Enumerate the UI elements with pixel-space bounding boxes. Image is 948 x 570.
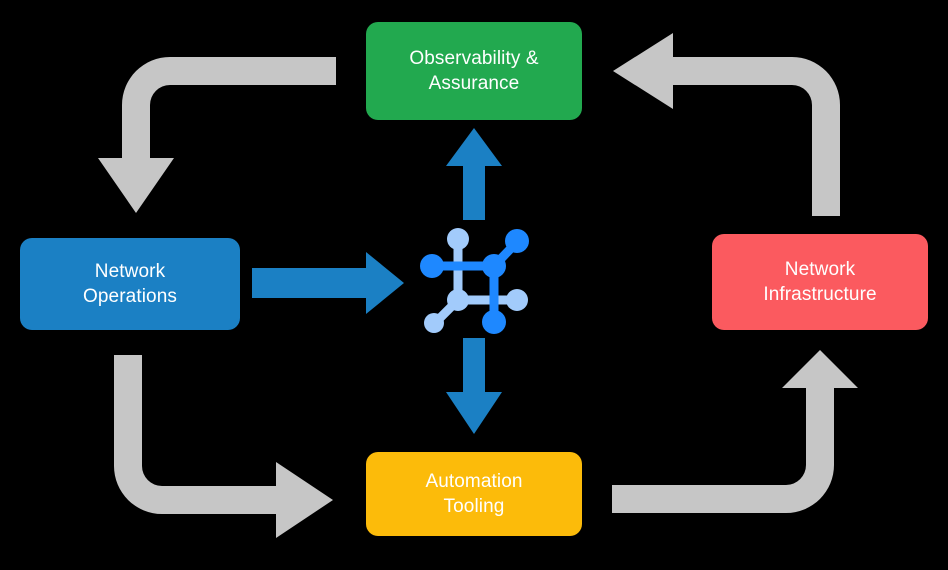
gray-arrow-observability-to-operations (98, 57, 336, 213)
node-box-automation-tooling[interactable]: Automation Tooling (366, 452, 582, 536)
gray-arrow-automation-to-infrastructure (612, 350, 858, 513)
blue-arrow-core-to-observability (446, 128, 502, 220)
blue-arrow-core-to-automation (446, 338, 502, 434)
topology-nodes-primary (420, 229, 529, 334)
node-label-automation-tooling: Automation Tooling (425, 470, 523, 517)
node-label-network-operations: Network Operations (83, 260, 177, 307)
network-topology-icon (418, 218, 538, 338)
node-label-network-infrastructure: Network Infrastructure (763, 258, 877, 305)
blue-arrow-operations-to-core (252, 252, 404, 314)
gray-arrow-operations-to-automation (114, 355, 333, 538)
node-label-observability: Observability & Assurance (409, 47, 539, 94)
node-box-network-infrastructure[interactable]: Network Infrastructure (712, 234, 928, 330)
topology-nodes-secondary (424, 228, 528, 333)
node-box-network-operations[interactable]: Network Operations (20, 238, 240, 330)
gray-arrow-infrastructure-to-observability (613, 33, 840, 216)
node-box-observability[interactable]: Observability & Assurance (366, 22, 582, 120)
